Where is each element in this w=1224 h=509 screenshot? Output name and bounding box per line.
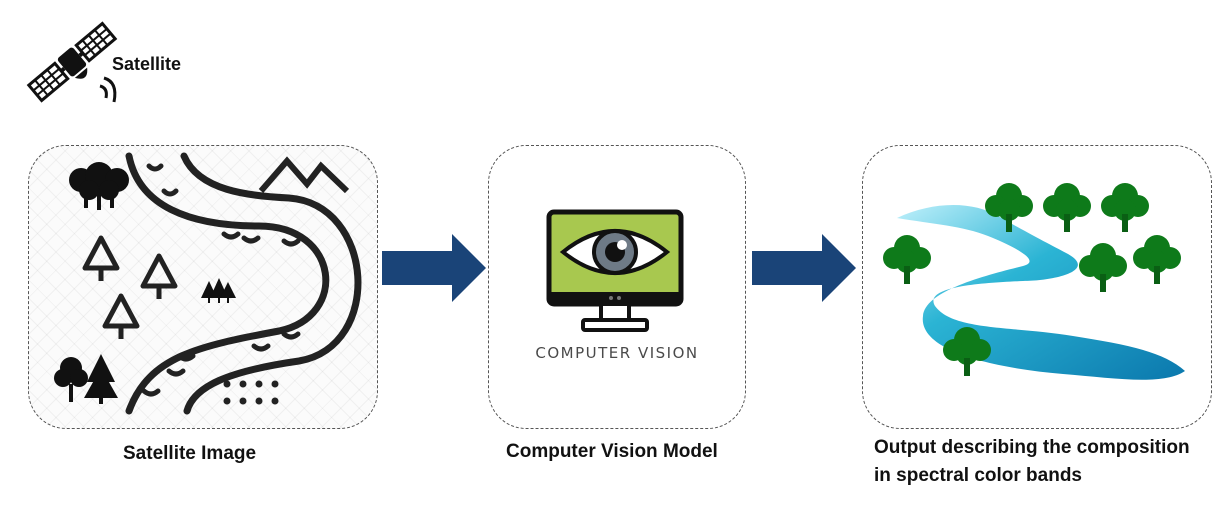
satellite-label: Satellite	[112, 54, 182, 74]
computer-vision-text: COMPUTER VISION	[535, 344, 699, 362]
satellite-image-panel	[28, 145, 378, 429]
right-arrow-icon	[382, 234, 486, 302]
computer-vision-model-caption: Computer Vision Model	[506, 441, 718, 462]
river-trees-icon	[883, 183, 1185, 380]
satellite-image-caption: Satellite Image	[123, 443, 257, 464]
output-panel	[862, 145, 1212, 429]
map-icon	[54, 152, 362, 415]
right-arrow-icon	[752, 234, 856, 302]
output-caption-line2: in spectral color bands	[874, 465, 1082, 486]
output-caption-line1: Output describing the composition	[874, 437, 1190, 458]
output-caption: Output describing the composition in spe…	[874, 434, 1190, 490]
satellite-icon	[26, 21, 118, 103]
computer-vision-model-panel: COMPUTER VISION	[488, 145, 746, 429]
computer-vision-monitor-icon	[546, 209, 684, 332]
